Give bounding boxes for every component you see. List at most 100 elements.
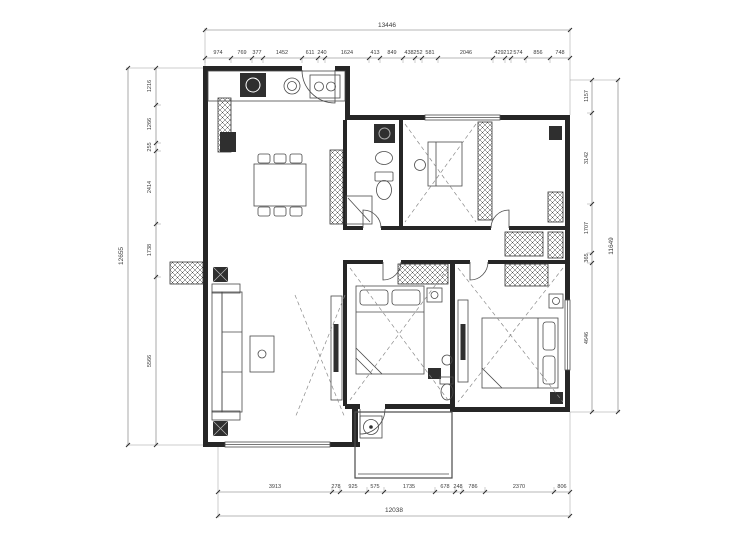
cabinet-study-east (547, 191, 564, 223)
kitchen-counter (207, 70, 346, 102)
side-table-top (212, 266, 229, 283)
wall-left (203, 66, 208, 447)
dim-extensions-right (570, 79, 620, 413)
nightstand-right (548, 293, 564, 309)
window-bedroom-right-east (564, 299, 571, 371)
swing-line-bedroom-mid (349, 267, 449, 401)
wall-step-vertical (345, 66, 350, 120)
washing-machine (359, 415, 383, 439)
dim-top-13: 429 (494, 50, 503, 56)
ensuite-fixtures (428, 354, 454, 401)
wall-corridor-upper (343, 120, 347, 226)
dining-chair (289, 153, 303, 164)
dimensions-bottom: 12038 3913 278 925 575 1735 678 248 786 … (215, 412, 573, 519)
wall-bedroom-right-west (450, 260, 455, 412)
door-bathroom (362, 209, 382, 229)
door-study (490, 209, 510, 229)
dim-top-2: 377 (252, 50, 261, 56)
windows (224, 114, 571, 448)
dim-right-1: 3142 (584, 152, 590, 164)
dim-top-12: 2046 (460, 50, 472, 56)
dim-left-2: 255 (147, 142, 153, 151)
living-room (211, 266, 346, 437)
dim-bottom-1: 278 (331, 484, 340, 490)
dim-bottom-5: 678 (440, 484, 449, 490)
side-table-bottom (212, 420, 229, 437)
dim-top-0: 974 (213, 50, 222, 56)
dim-top-total: 13446 (378, 22, 396, 29)
coffee-table (249, 335, 275, 373)
bathroom (345, 124, 395, 225)
window-study-north (424, 114, 501, 121)
wardrobe-bedroom-right (504, 263, 549, 287)
dim-top-16: 856 (533, 50, 542, 56)
wall-bedroom-mid-bottom-b (385, 404, 455, 409)
wall-top-right-a (345, 115, 425, 120)
wall-bottom-left-a (203, 442, 225, 447)
wall-hall-south-d (488, 260, 570, 264)
cabinet-corridor (329, 149, 344, 225)
dim-bottom-4: 1735 (403, 484, 415, 490)
dim-left-3: 2414 (147, 181, 153, 193)
swing-line-bedroom-right (457, 267, 564, 403)
dim-right-total: 11649 (608, 237, 615, 255)
dining-chair (273, 153, 287, 164)
dim-top-8: 849 (387, 50, 396, 56)
wall-hall-north-b (381, 226, 491, 230)
dim-ticks-left (125, 65, 159, 448)
dimensions-right: 11649 1157 3142 1707 365 4646 (570, 77, 621, 415)
dim-right-2: 1707 (584, 222, 590, 234)
dimensions-top: 13446 974 769 377 1452 611 240 1624 413 … (202, 22, 573, 115)
dim-top-9: 438 (404, 50, 413, 56)
wall-bath-east (399, 120, 403, 230)
wall-right-b (565, 370, 570, 412)
study-room (404, 123, 562, 223)
bedroom-right (457, 267, 564, 404)
kitchen-flue (240, 73, 266, 97)
wall-right-a (565, 115, 570, 300)
kitchen-sink (283, 77, 301, 95)
dim-left-4: 1738 (147, 244, 153, 256)
dim-top-1: 769 (237, 50, 246, 56)
dim-ticks-top (202, 27, 573, 61)
wall-corridor-lower (343, 264, 347, 406)
dim-bottom-9: 806 (557, 484, 566, 490)
column-left-protrusion (169, 261, 204, 285)
dim-top-10: 252 (413, 50, 422, 56)
dim-left-0: 1216 (147, 80, 153, 92)
balcony-outline (354, 411, 453, 479)
walls (203, 66, 570, 447)
dim-bottom-8: 2370 (513, 484, 525, 490)
bedroom-middle (349, 267, 454, 401)
dining-chair (257, 153, 271, 164)
wardrobe-study (477, 121, 493, 221)
dim-top-4: 611 (306, 50, 315, 56)
dim-top-6: 1624 (341, 50, 353, 56)
wall-hall-south-a (343, 260, 383, 264)
wall-bottom-right (450, 407, 570, 412)
bathroom-sink (375, 151, 393, 165)
dim-bottom-3: 575 (370, 484, 379, 490)
dim-right-3: 365 (584, 253, 590, 262)
kitchen (207, 70, 346, 152)
dim-extensions-left (126, 67, 203, 446)
dim-bottom-total: 12038 (385, 507, 403, 514)
ac-unit (549, 126, 562, 140)
sofa (211, 283, 243, 421)
dim-top-7: 413 (370, 50, 379, 56)
cabinet-hall-b (547, 231, 564, 259)
window-living-south (224, 441, 331, 448)
dim-bottom-6: 248 (453, 484, 462, 490)
dim-bottom-0: 3913 (269, 484, 281, 490)
dimensions-left: 12655 1216 1266 255 2414 1738 5566 (118, 65, 203, 448)
bed-right (481, 317, 559, 389)
door-entry (301, 69, 336, 104)
dim-extensions-top (204, 28, 571, 115)
desk-chair (414, 159, 426, 171)
dim-top-5: 240 (317, 50, 326, 56)
door-bedroom-mid (382, 261, 402, 281)
dining-chair (273, 206, 287, 217)
wall-columns (169, 97, 564, 287)
dim-extensions-bottom (217, 412, 571, 518)
